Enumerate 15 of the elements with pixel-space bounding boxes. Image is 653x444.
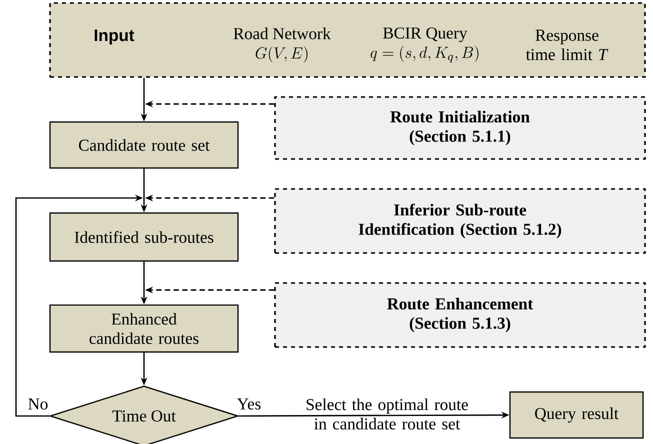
input-item: BCIR Query $q=(s,d,K_q,B)$ <box>370 27 478 63</box>
edge-note: Select the optimal route in candidate route set <box>306 398 468 430</box>
process-box: Query result <box>509 391 644 439</box>
process-box: Enhanced candidate routes <box>49 304 239 353</box>
edge-label: No <box>28 398 48 410</box>
phase-box: Route Enhancement (Section 5.1.3) <box>274 282 646 348</box>
input-item: Response time limit T <box>526 30 608 60</box>
phase-box: Inferior Sub-route Identification (Section 5.1.2) <box>274 188 646 254</box>
process-box: Candidate route set <box>49 121 239 169</box>
process-box: Identified sub-routes <box>49 212 239 262</box>
input-heading: Input <box>94 30 134 44</box>
input-box <box>49 2 646 78</box>
phase-box: Route Initialization (Section 5.1.1) <box>274 96 646 160</box>
edge-label: Yes <box>237 398 261 410</box>
input-item: Road Network $G(V,E)$ <box>234 28 331 62</box>
